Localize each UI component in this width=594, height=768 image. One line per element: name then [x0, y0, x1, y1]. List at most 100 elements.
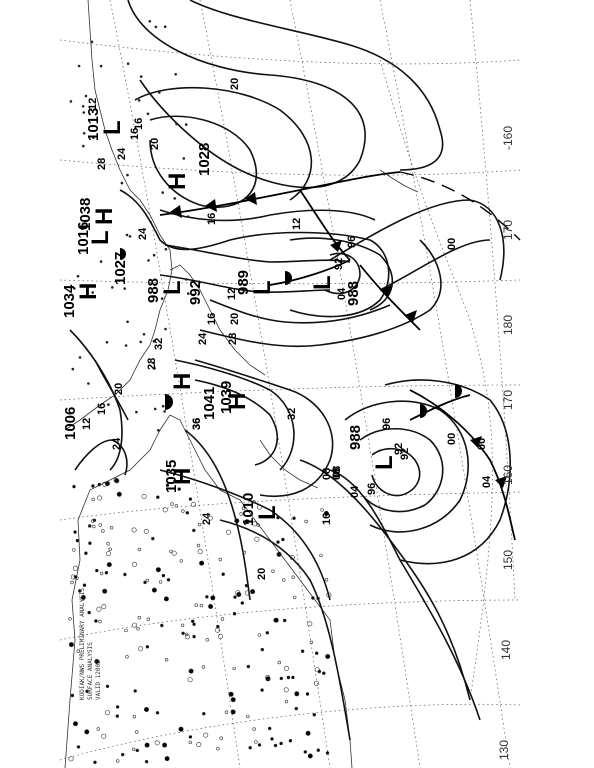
- high-symbol: H: [91, 208, 118, 225]
- station-marker: [152, 253, 156, 257]
- station-marker: [248, 745, 252, 750]
- station-marker: [325, 751, 330, 755]
- station-marker: [102, 481, 108, 487]
- isobar-label: 04: [481, 475, 493, 488]
- station-marker: [128, 235, 132, 238]
- station-marker: [314, 667, 320, 673]
- low-center: L 1010: [240, 493, 281, 526]
- station-marker: [169, 549, 173, 554]
- low-symbol: L: [87, 230, 114, 245]
- station-marker: [139, 75, 143, 78]
- isobar-label: 08: [331, 466, 343, 478]
- station-marker: [184, 278, 188, 281]
- isobar-label: 00: [446, 433, 458, 445]
- station-marker: [115, 759, 120, 763]
- isobars: [69, 0, 512, 741]
- high-value: 1035: [163, 460, 180, 493]
- station-marker: [205, 595, 209, 599]
- isobar-label: 12: [291, 218, 303, 230]
- station-marker: [151, 587, 157, 593]
- station-marker: [188, 735, 193, 739]
- low-value: 988: [347, 425, 364, 450]
- station-marker: [138, 646, 144, 652]
- high-center: H 1028: [164, 143, 213, 190]
- station-marker: [123, 572, 127, 577]
- lon-label-170e: 170: [501, 220, 515, 240]
- station-marker: [161, 573, 166, 578]
- station-marker: [185, 511, 190, 515]
- station-marker: [101, 529, 105, 533]
- station-marker: [73, 530, 77, 534]
- station-marker: [292, 516, 296, 520]
- low-center: L 988: [347, 425, 398, 470]
- station-marker: [294, 691, 300, 697]
- isobar-label: 24: [197, 332, 209, 345]
- station-marker: [242, 550, 247, 555]
- isobar-label: 96: [381, 418, 393, 430]
- station-marker: [235, 590, 241, 596]
- station-marker: [291, 575, 295, 579]
- isobar-label: 00: [446, 238, 458, 250]
- station-marker: [126, 62, 130, 65]
- isobar-label: 24: [137, 227, 149, 240]
- station-marker: [111, 286, 114, 289]
- station-marker: [82, 583, 87, 587]
- station-marker: [139, 340, 142, 344]
- station-marker: [146, 617, 151, 621]
- station-marker: [289, 555, 295, 561]
- station-marker: [93, 760, 97, 764]
- low-center: 1006: [62, 407, 79, 440]
- station-marker: [101, 604, 107, 610]
- low-value: 1010: [240, 493, 257, 526]
- station-marker: [180, 623, 185, 627]
- high-value: 1038: [77, 198, 94, 231]
- isobar-label: 92: [333, 258, 345, 270]
- station-marker: [284, 699, 289, 704]
- station-marker: [141, 493, 147, 499]
- isobar-label: 28: [96, 158, 108, 170]
- station-marker: [319, 553, 323, 558]
- station-marker: [230, 709, 236, 715]
- high-center: H 1038: [77, 198, 118, 231]
- station-marker: [224, 710, 229, 714]
- station-marker: [316, 748, 320, 752]
- station-marker: [73, 575, 78, 579]
- station-marker: [294, 706, 298, 711]
- isobar-label: 12: [87, 98, 99, 110]
- station-marker: [106, 551, 112, 557]
- station-marker: [164, 327, 167, 331]
- station-marker: [177, 487, 181, 491]
- station-marker: [155, 567, 161, 573]
- station-marker: [137, 99, 141, 102]
- isobar-label: 16: [206, 213, 218, 225]
- station-marker: [188, 668, 194, 674]
- high-value: 1034: [61, 284, 78, 318]
- station-marker: [133, 689, 137, 693]
- high-symbol: H: [75, 283, 102, 300]
- isobar-label: 24: [201, 512, 213, 525]
- high-value: 1028: [196, 143, 213, 176]
- isobar-label: 16: [321, 513, 333, 525]
- station-marker: [254, 740, 258, 744]
- low-value: 1013: [85, 108, 102, 141]
- station-marker: [240, 601, 245, 605]
- station-marker: [135, 730, 139, 734]
- station-marker: [281, 537, 285, 542]
- station-marker: [68, 756, 74, 762]
- isobar-label: 20: [229, 78, 241, 90]
- high-symbol: H: [164, 173, 191, 190]
- station-marker: [207, 515, 213, 521]
- station-marker: [106, 542, 110, 546]
- station-marker: [99, 571, 104, 576]
- station-marker: [71, 367, 75, 371]
- low-center: L 988: [145, 278, 186, 303]
- station-marker: [115, 714, 120, 718]
- station-marker: [265, 675, 271, 681]
- fronts: [120, 171, 521, 541]
- station-marker: [144, 742, 150, 748]
- station-marker: [82, 144, 85, 148]
- isobar-label: 08: [331, 468, 343, 480]
- station-marker: [87, 610, 91, 615]
- station-marker: [199, 560, 205, 566]
